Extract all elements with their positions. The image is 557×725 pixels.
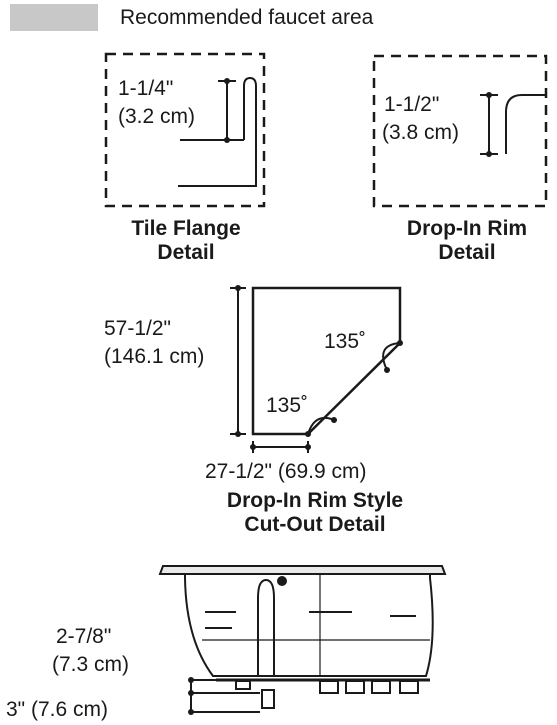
lower-angle-arc — [308, 418, 334, 434]
drop-in-rim-dim-metric: (3.8 cm) — [382, 121, 460, 144]
cutout-angle-lower: 135˚ — [266, 394, 309, 417]
tile-flange-profile — [178, 78, 256, 186]
tile-flange-dim-metric: (3.2 cm) — [118, 105, 196, 128]
tile-flange-detail-border — [106, 54, 264, 206]
cutout-angle-upper: 135˚ — [324, 330, 367, 353]
tub-dim2-label: 3" (7.6 cm) — [6, 698, 108, 721]
cutout-outline — [253, 288, 400, 434]
faucet-area-swatch — [10, 4, 98, 31]
cutout-height-imperial: 57-1/2" — [104, 317, 171, 340]
upper-angle-arc — [383, 343, 400, 370]
tub-dim1-metric: (7.3 cm) — [52, 653, 130, 676]
tub-cross-section — [160, 566, 445, 712]
drop-in-rim-profile — [506, 95, 546, 154]
drop-in-rim-dim-imperial: 1-1/2" — [384, 93, 440, 116]
cutout-height-metric: (146.1 cm) — [104, 345, 205, 368]
tub-dim1-imperial: 2-7/8" — [56, 625, 112, 648]
drain-fitting-icon — [277, 576, 287, 586]
drop-in-rim-detail-border — [374, 56, 546, 206]
cutout-width-label: 27-1/2" (69.9 cm) — [205, 460, 367, 483]
legend-label: Recommended faucet area — [120, 6, 374, 29]
tile-flange-dim-imperial: 1-1/4" — [118, 77, 174, 100]
